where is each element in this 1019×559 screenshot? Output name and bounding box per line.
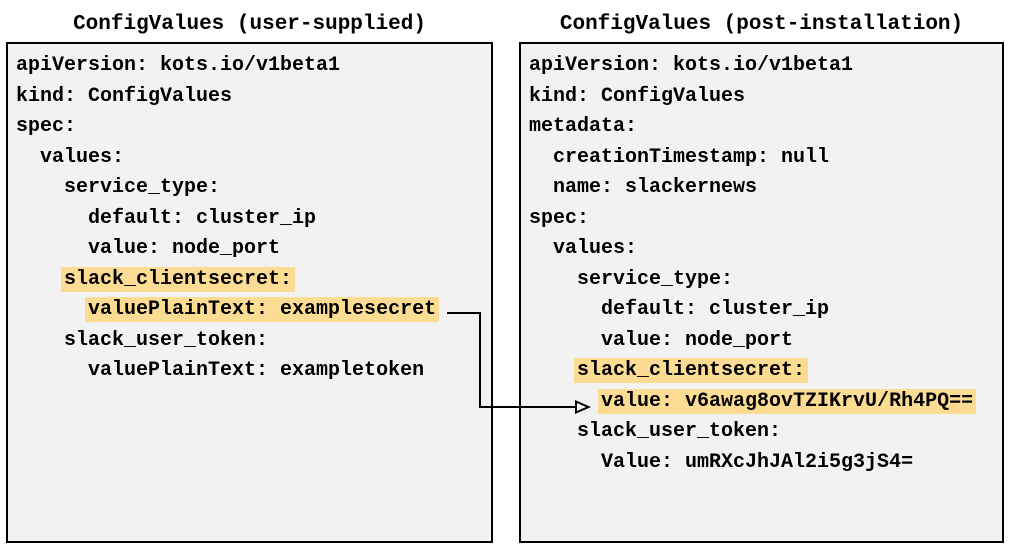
- yaml-line: valuePlainText: examplesecret: [16, 295, 491, 326]
- highlighted-yaml-text: valuePlainText: examplesecret: [85, 297, 440, 322]
- yaml-text: slack_user_token:: [64, 328, 269, 352]
- user-supplied-config-panel: apiVersion: kots.io/v1beta1 kind: ConfigV…: [6, 42, 493, 543]
- yaml-text: values:: [553, 237, 638, 260]
- yaml-line: slack_clientsecret:: [529, 356, 1002, 387]
- yaml-text: metadata:: [529, 115, 638, 138]
- yaml-line: value: node_port: [529, 326, 1002, 357]
- post-installation-config-panel: apiVersion: kots.io/v1beta1 kind: ConfigV…: [519, 42, 1004, 543]
- yaml-text: spec:: [16, 115, 77, 138]
- yaml-text: value: node_port: [601, 328, 794, 352]
- yaml-text: default: cluster_ip: [601, 298, 830, 321]
- yaml-line: apiVersion: kots.io/v1beta1: [529, 51, 1002, 82]
- yaml-line: spec:: [529, 204, 1002, 235]
- yaml-line: value: node_port: [16, 234, 491, 265]
- yaml-text: apiVersion: kots.io/v1beta1: [16, 54, 341, 77]
- yaml-text: default: cluster_ip: [88, 206, 317, 230]
- post-installation-yaml: apiVersion: kots.io/v1beta1 kind: ConfigV…: [521, 44, 1002, 478]
- yaml-line: default: cluster_ip: [529, 295, 1002, 326]
- yaml-line: default: cluster_ip: [16, 204, 491, 235]
- yaml-text: service_type:: [64, 176, 221, 199]
- yaml-text: slack_user_token:: [577, 420, 782, 443]
- highlighted-yaml-text: value: v6awag8ovTZIKrvU/Rh4PQ==: [598, 388, 977, 414]
- yaml-line: slack_clientsecret:: [16, 265, 491, 296]
- highlighted-yaml-text: slack_clientsecret:: [61, 266, 296, 292]
- yaml-text: value: node_port: [88, 237, 281, 260]
- yaml-line: metadata:: [529, 112, 1002, 143]
- yaml-text: apiVersion: kots.io/v1beta1: [529, 54, 854, 77]
- yaml-text: name: slackernews: [553, 176, 758, 199]
- yaml-line: service_type:: [16, 173, 491, 204]
- yaml-text: service_type:: [577, 267, 734, 291]
- yaml-line: value: v6awag8ovTZIKrvU/Rh4PQ==: [529, 387, 1002, 418]
- yaml-line: Value: umRXcJhJAl2i5g3jS4=: [529, 448, 1002, 479]
- yaml-line: slack_user_token:: [529, 417, 1002, 448]
- yaml-line: valuePlainText: exampletoken: [16, 356, 491, 387]
- right-panel-title: ConfigValues (post-installation): [559, 13, 964, 36]
- yaml-line: creationTimestamp: null: [529, 143, 1002, 174]
- user-supplied-yaml: apiVersion: kots.io/v1beta1 kind: ConfigV…: [8, 44, 491, 387]
- yaml-text: kind: ConfigValues: [529, 84, 746, 108]
- yaml-line: service_type:: [529, 265, 1002, 296]
- yaml-text: valuePlainText: exampletoken: [88, 359, 425, 382]
- yaml-line: kind: ConfigValues: [529, 82, 1002, 113]
- yaml-text: values:: [40, 145, 125, 169]
- yaml-text: kind: ConfigValues: [16, 84, 233, 108]
- yaml-text: creationTimestamp: null: [553, 145, 830, 169]
- yaml-line: spec:: [16, 112, 491, 143]
- yaml-line: kind: ConfigValues: [16, 82, 491, 113]
- yaml-line: apiVersion: kots.io/v1beta1: [16, 51, 491, 82]
- yaml-text: Value: umRXcJhJAl2i5g3jS4=: [601, 450, 914, 474]
- left-panel-title: ConfigValues (user-supplied): [73, 13, 426, 36]
- yaml-line: values:: [529, 234, 1002, 265]
- yaml-line: values:: [16, 143, 491, 174]
- yaml-line: name: slackernews: [529, 173, 1002, 204]
- yaml-line: slack_user_token:: [16, 326, 491, 357]
- yaml-text: spec:: [529, 206, 590, 230]
- highlighted-yaml-text: slack_clientsecret:: [574, 358, 809, 383]
